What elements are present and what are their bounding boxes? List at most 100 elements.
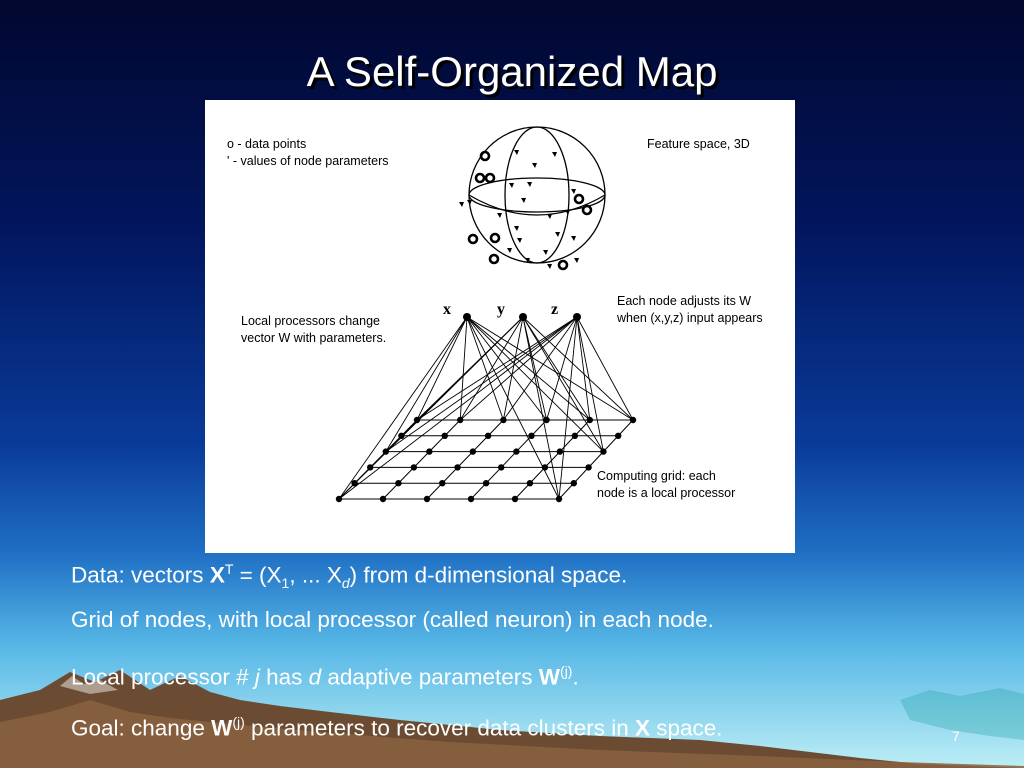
grid-column-line [558,419,634,500]
grid-node [395,480,402,487]
grid-node [426,448,433,455]
bullet4-w: W [211,715,233,741]
bullet1-prefix: Data: vectors [71,562,210,588]
grid-node [586,416,593,424]
grid-node [526,480,534,487]
bullet3-d: d [308,664,322,690]
bullet-grid-of-nodes: Grid of nodes, with local processor (cal… [71,607,714,632]
connection-line [459,316,524,421]
bullet1-sup: T [224,561,234,577]
bullet4-sup: (j) [232,714,245,730]
adjust-text-line1: Each node adjusts its W [617,294,752,308]
bullet-list: Data: vectors XT = (X1, ... Xd) from d-d… [71,553,723,757]
grid-node [469,448,477,455]
bullet4-mid: parameters to recover data clusters in [244,715,635,741]
grid-node [484,432,492,439]
connection-line [558,316,578,500]
bullet1-sub2: d [341,575,350,591]
feature-space-sphere [468,126,606,264]
input-label-x: x [443,301,451,318]
connection-line [503,316,578,421]
computing-grid-nodes [335,416,637,503]
grid-node [585,464,592,471]
connection-line [385,316,524,452]
grid-node [379,495,387,503]
grid-node [413,416,421,424]
connection-line [546,316,578,421]
grid-node [335,495,343,503]
bullet1-sub1: 1 [281,575,290,591]
bullet3-w: W [538,664,561,690]
grid-text-line1: Computing grid: each [597,469,716,483]
bullet3-suffix: . [572,664,579,690]
bullet-local-processor: Local processor # j has d adaptive param… [71,655,723,706]
connection-line [466,316,560,500]
connection-line [416,316,468,421]
slide-number: 7 [952,728,960,744]
grid-node [511,495,519,503]
bullet3-j: j [254,664,260,690]
grid-node [454,464,461,471]
grid-column-line [426,419,504,500]
grid-node [541,464,549,471]
grid-node [467,495,475,503]
bullet1-vector-x: X [209,562,225,588]
grid-node [543,416,550,424]
grid-node [423,495,431,503]
bullet1-mid2: , ... X [289,562,342,588]
bullet-data-vectors: Data: vectors XT = (X1, ... Xd) from d-d… [71,553,723,604]
connection-line [466,316,591,421]
connection-line [522,316,634,421]
connection-line [385,316,578,452]
legend-node-parameters: ' - values of node parameters [227,154,389,168]
connection-line [576,316,604,452]
connection-line [576,316,591,421]
connection-line [466,316,504,421]
bullet-goal: Goal: change W(j) parameters to recover … [71,706,723,757]
grid-node [513,448,520,455]
connection-line [459,316,468,421]
connection-line [522,316,591,421]
input-label-y: y [497,301,505,318]
som-figure: o - data points ' - values of node param… [205,100,795,553]
connection-line [466,316,634,421]
grid-node [571,432,579,439]
input-nodes [463,313,581,321]
node-parameter-marks [459,150,579,269]
data-points [467,150,593,271]
grid-node [410,464,418,471]
bullet3-prefix: Local processor # [71,664,255,690]
grid-node [498,464,505,471]
connection-line [522,316,560,500]
grid-node [351,480,358,487]
grid-node [528,432,535,439]
grid-node [398,432,405,439]
grid-node [367,464,374,471]
grid-node [570,480,577,487]
grid-node [457,416,464,424]
grid-column-line [338,419,418,500]
adjust-text-line2: when (x,y,z) input appears [617,311,763,325]
local-text-line1: Local processors change [241,314,380,328]
connection-line [338,316,468,500]
feature-space-label: Feature space, 3D [647,137,750,151]
grid-node [555,495,563,503]
grid-node [439,480,446,487]
grid-node [500,416,507,424]
grid-node [382,448,389,455]
connection-line [522,316,604,452]
bullet1-mid: = (X [233,562,282,588]
bullet3-sup: (j) [560,663,573,679]
grid-text-line2: node is a local processor [597,486,736,500]
connection-line [385,316,468,452]
connection-line [576,316,634,421]
som-diagram [335,126,637,503]
connection-line [459,316,578,421]
grid-column-line [514,419,591,500]
connection-line [416,316,578,421]
bullet3-mid2: adaptive parameters [321,664,539,690]
connection-line [502,316,524,421]
connection-lines [338,316,634,500]
bullet3-mid: has [259,664,309,690]
